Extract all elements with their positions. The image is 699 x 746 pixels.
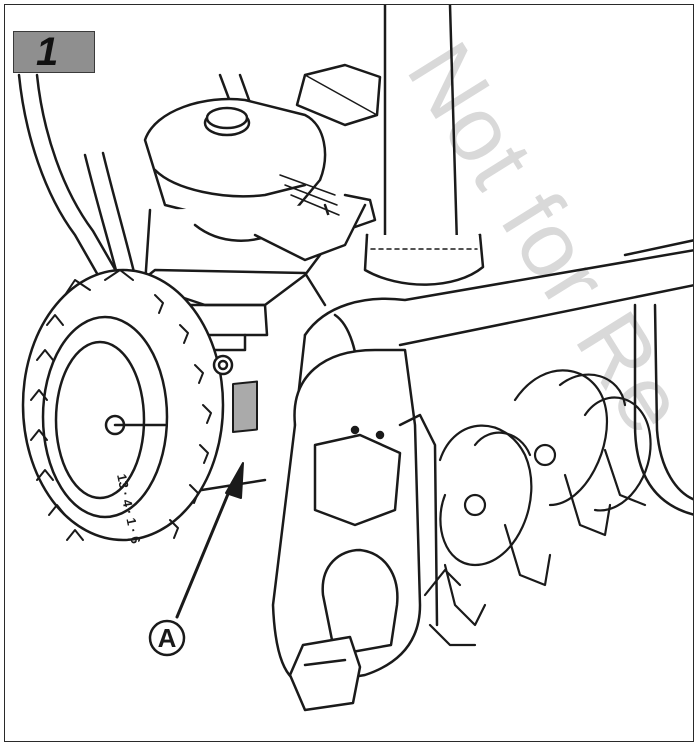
engine — [143, 63, 382, 307]
callout-circle — [148, 619, 186, 657]
serial-label-plate — [232, 380, 258, 434]
step-number: 1 — [36, 30, 59, 74]
step-number-badge: 1 — [13, 30, 95, 74]
callout-arrow — [175, 462, 244, 619]
wheel — [21, 268, 234, 542]
auger-side-plate — [271, 348, 439, 712]
discharge-chute — [363, 5, 485, 286]
snow-blower-illustration: 13 · 4 · 1 · 6 A — [17, 5, 693, 712]
callout-label-a: A — [158, 623, 177, 653]
handle-bar — [17, 73, 255, 307]
figure-frame: Not for Re — [4, 4, 694, 742]
augers — [423, 369, 652, 647]
